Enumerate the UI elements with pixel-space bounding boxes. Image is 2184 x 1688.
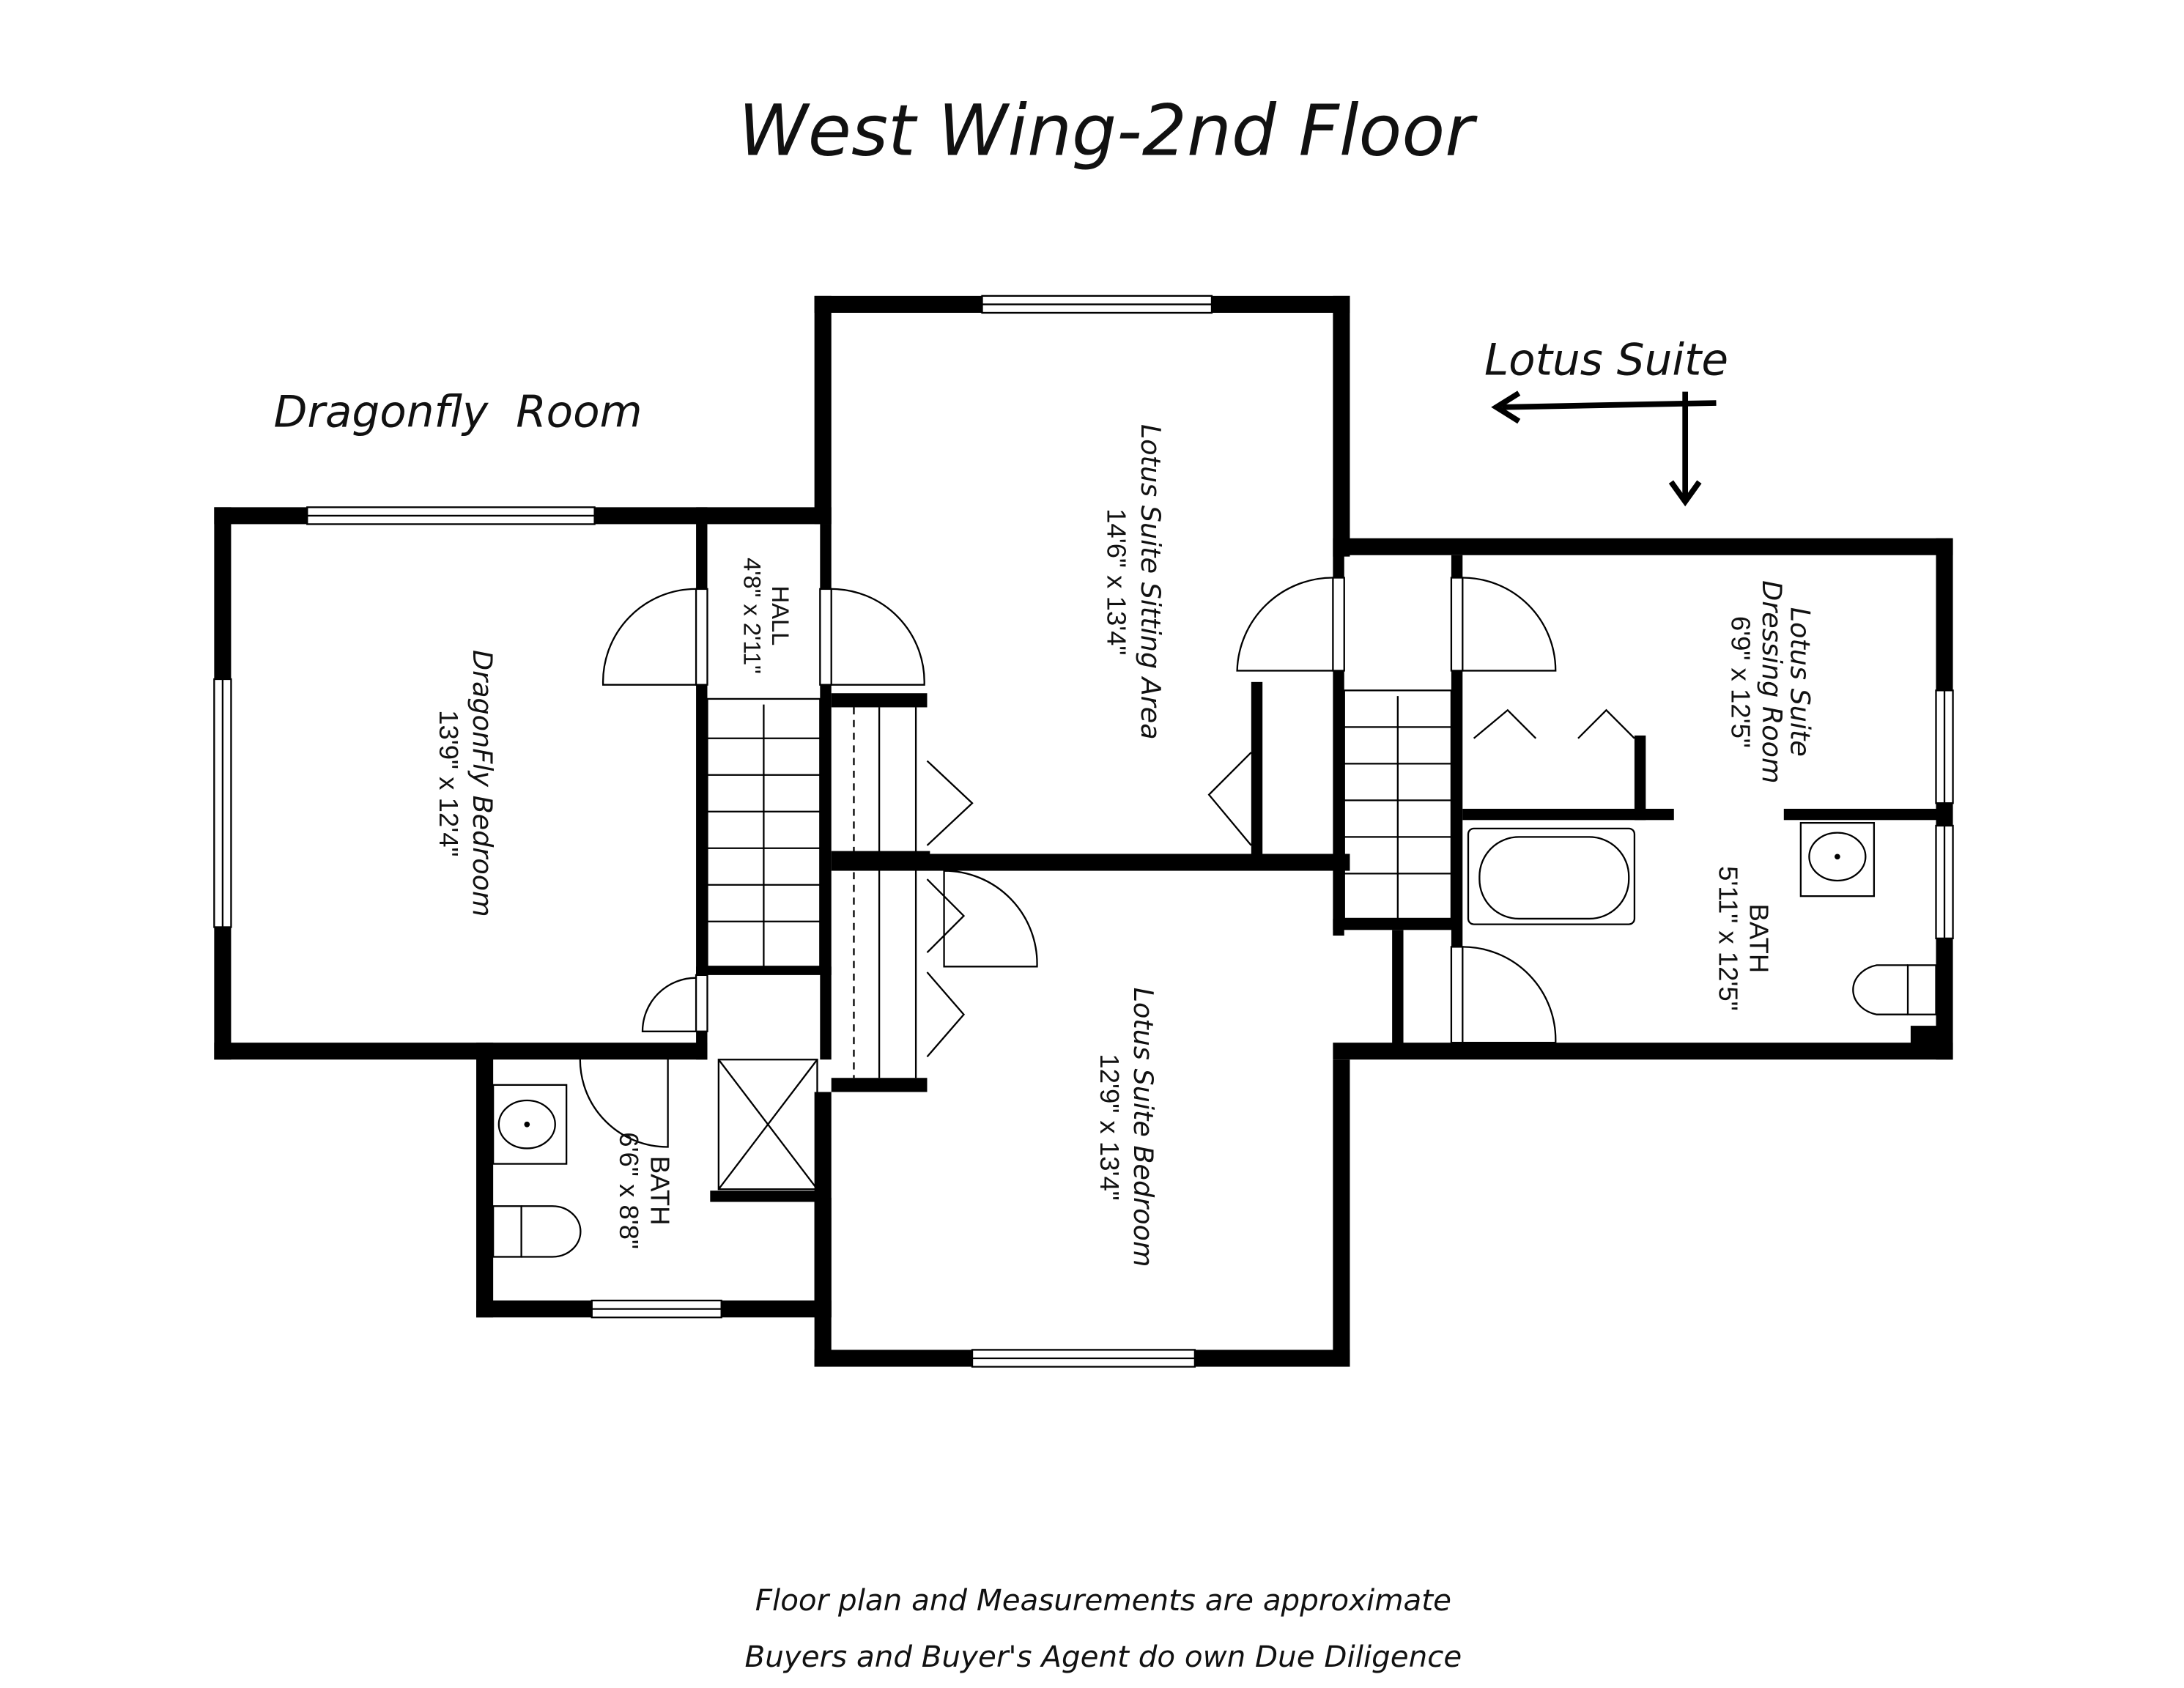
room-name-line2: Dressing Room (1756, 580, 1788, 783)
stairs (706, 689, 1453, 1078)
fixtures (492, 821, 1937, 1258)
room-dims: 5'11" x 12'5" (1713, 866, 1743, 1011)
room-dims: 14'6" x 13'4" (1102, 508, 1132, 655)
room-dims: 13'9" x 12'4" (434, 710, 464, 856)
lotus-suite-arrows (1491, 390, 1717, 507)
room-label-dragonfly-bedroom: DragonFly Bedroom 13'9" x 12'4" (434, 650, 498, 917)
room-name-line1: Lotus Suite (1784, 607, 1815, 757)
room-label-sitting-area: Lotus Suite Sitting Area 14'6" x 13'4" (1102, 424, 1166, 740)
room-label-dressing-room: Lotus Suite Dressing Room 6'9" x 12'5" (1726, 580, 1816, 783)
disclaimer-line-2: Buyers and Buyer's Agent do own Due Dili… (745, 1640, 1462, 1674)
windows (213, 295, 1954, 1368)
room-name: BATH (1744, 903, 1774, 973)
room-name: Lotus Suite Bedroom (1128, 988, 1159, 1267)
room-dims: 6'9" x 12'5" (1726, 616, 1756, 748)
room-dims: 6'6" x 8'8" (614, 1132, 644, 1249)
room-name: Lotus Suite Sitting Area (1135, 424, 1166, 740)
room-label-lotus-bedroom: Lotus Suite Bedroom 12'9" x 13'4" (1095, 988, 1159, 1267)
room-name: HALL (767, 586, 794, 646)
room-name: DragonFly Bedroom (467, 650, 498, 917)
room-label-lotus-bath: BATH 5'11" x 12'5" (1713, 866, 1774, 1011)
room-dims: 12'9" x 13'4" (1095, 1054, 1125, 1200)
room-name: BATH (645, 1156, 675, 1226)
lotus-suite-annotation: Lotus Suite (1484, 336, 1728, 386)
room-dims: 4'8" x 2'11" (739, 558, 766, 674)
room-label-hall: HALL 4'8" x 2'11" (739, 558, 793, 674)
page-title: West Wing-2nd Floor (739, 90, 1478, 172)
doors (579, 577, 1635, 1148)
dragonfly-room-annotation: Dragonfly Room (273, 388, 642, 438)
disclaimer-line-1: Floor plan and Measurements are approxim… (755, 1583, 1451, 1618)
room-label-dragonfly-bath: BATH 6'6" x 8'8" (614, 1132, 675, 1249)
